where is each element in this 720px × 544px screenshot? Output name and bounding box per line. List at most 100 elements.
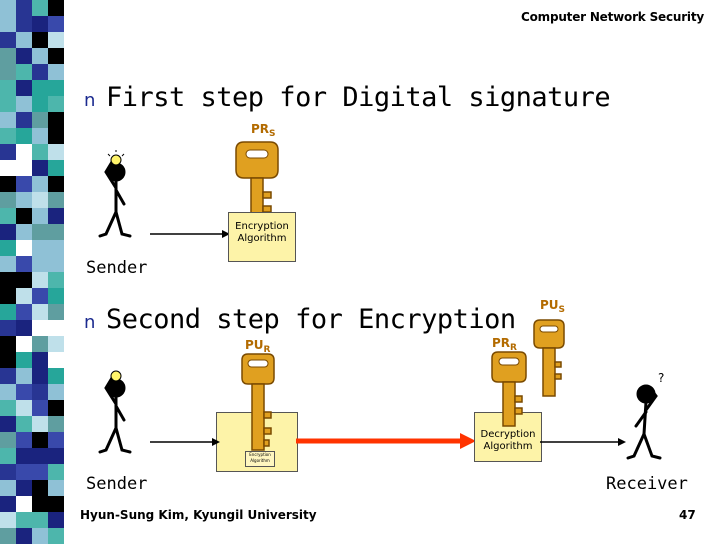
decorative-square xyxy=(0,160,16,176)
private-key-icon xyxy=(491,351,527,427)
decorative-square xyxy=(48,32,64,48)
step1-arrow xyxy=(150,230,230,238)
decorative-square xyxy=(48,512,64,528)
decorative-side-strip xyxy=(0,0,64,544)
decorative-square xyxy=(0,128,16,144)
receiver-arrow xyxy=(540,438,626,446)
decorative-square xyxy=(16,240,32,256)
decorative-square xyxy=(48,16,64,32)
decorative-square xyxy=(48,384,64,400)
decorative-square xyxy=(0,48,16,64)
decorative-square xyxy=(32,384,48,400)
decorative-square xyxy=(48,192,64,208)
decorative-square xyxy=(0,64,16,80)
decorative-square xyxy=(16,400,32,416)
decorative-square xyxy=(32,112,48,128)
decorative-square xyxy=(48,352,64,368)
decorative-square xyxy=(48,64,64,80)
decorative-square xyxy=(16,416,32,432)
decorative-square xyxy=(16,528,32,544)
decorative-square xyxy=(48,368,64,384)
decorative-square xyxy=(16,496,32,512)
decorative-square xyxy=(16,176,32,192)
bullet-icon: n xyxy=(84,312,96,333)
receiver-label: Receiver xyxy=(606,474,688,494)
decorative-square xyxy=(48,400,64,416)
decorative-square xyxy=(48,496,64,512)
decorative-square xyxy=(0,320,16,336)
footer-author: Hyun-Sung Kim, Kyungil University xyxy=(80,508,317,522)
decorative-square xyxy=(0,192,16,208)
decorative-square xyxy=(16,464,32,480)
decorative-square xyxy=(0,256,16,272)
decorative-square xyxy=(32,480,48,496)
decorative-square xyxy=(0,448,16,464)
decorative-square xyxy=(32,432,48,448)
decorative-square xyxy=(32,464,48,480)
decorative-square xyxy=(0,80,16,96)
step2-arrow xyxy=(150,438,220,446)
decorative-square xyxy=(16,512,32,528)
decorative-square xyxy=(16,480,32,496)
decorative-square xyxy=(32,320,48,336)
decorative-square xyxy=(16,432,32,448)
decorative-square xyxy=(16,16,32,32)
decorative-square xyxy=(48,432,64,448)
decorative-square xyxy=(0,416,16,432)
decorative-square xyxy=(48,96,64,112)
decorative-square xyxy=(32,400,48,416)
decorative-square xyxy=(16,160,32,176)
decorative-square xyxy=(48,80,64,96)
decorative-square xyxy=(32,176,48,192)
decorative-square xyxy=(48,256,64,272)
decorative-square xyxy=(32,144,48,160)
decorative-square xyxy=(32,448,48,464)
decorative-square xyxy=(0,304,16,320)
sender-figure-icon xyxy=(98,150,132,238)
decorative-square xyxy=(32,416,48,432)
step2-key-label-prr: PRR xyxy=(492,336,517,353)
step1-heading: First step for Digital signature xyxy=(106,82,611,113)
encryption-algorithm-box: Encryption Algorithm xyxy=(228,212,296,262)
decorative-square xyxy=(32,96,48,112)
decorative-square xyxy=(16,320,32,336)
public-key-icon xyxy=(241,353,275,451)
decorative-square xyxy=(16,0,32,16)
decorative-square xyxy=(0,288,16,304)
decorative-square xyxy=(0,368,16,384)
decorative-square xyxy=(16,448,32,464)
decorative-square xyxy=(48,464,64,480)
decorative-square xyxy=(32,272,48,288)
decorative-square xyxy=(0,400,16,416)
step2-heading: Second step for Encryption xyxy=(106,304,516,335)
decorative-square xyxy=(48,208,64,224)
decorative-square xyxy=(16,96,32,112)
decorative-square xyxy=(16,336,32,352)
decorative-square xyxy=(16,144,32,160)
decorative-square xyxy=(32,304,48,320)
decorative-square xyxy=(0,384,16,400)
decorative-square xyxy=(0,496,16,512)
decorative-square xyxy=(0,464,16,480)
bullet-icon: n xyxy=(84,90,96,111)
decorative-square xyxy=(16,256,32,272)
decorative-square xyxy=(32,192,48,208)
decorative-square xyxy=(48,288,64,304)
decorative-square xyxy=(32,496,48,512)
decorative-square xyxy=(0,112,16,128)
decorative-square xyxy=(16,224,32,240)
decorative-square xyxy=(48,528,64,544)
decorative-square xyxy=(0,176,16,192)
decorative-square xyxy=(32,288,48,304)
decorative-square xyxy=(0,32,16,48)
decorative-square xyxy=(32,208,48,224)
decorative-square xyxy=(32,224,48,240)
step1-sender-label: Sender xyxy=(86,258,148,278)
decorative-square xyxy=(0,96,16,112)
decorative-square xyxy=(16,208,32,224)
decorative-square xyxy=(48,336,64,352)
decorative-square xyxy=(0,0,16,16)
decorative-square xyxy=(0,480,16,496)
decorative-square xyxy=(0,512,16,528)
decorative-square xyxy=(48,320,64,336)
